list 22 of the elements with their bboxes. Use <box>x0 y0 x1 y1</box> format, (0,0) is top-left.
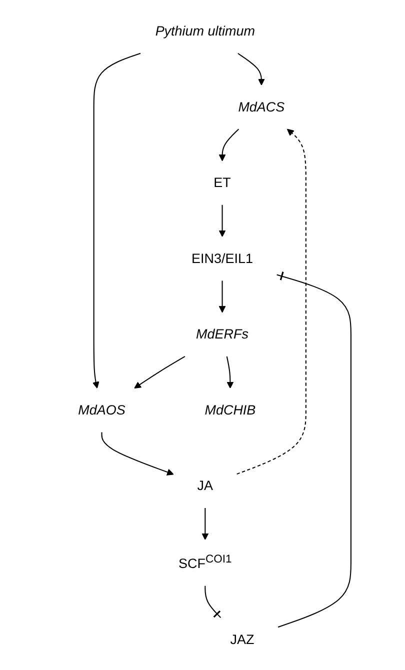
node-text: MdAOS <box>78 402 126 418</box>
arrow <box>101 432 174 475</box>
node-text: ET <box>213 174 231 190</box>
node-text: MdACS <box>238 98 285 114</box>
arrow <box>226 356 234 388</box>
node-text: Pythium ultimum <box>155 23 255 38</box>
node-text: MdCHIB <box>204 402 256 418</box>
node-text: EIN3/EIL1 <box>191 250 253 266</box>
node-text: JA <box>197 478 213 493</box>
arrow <box>218 204 226 236</box>
connector <box>204 585 221 618</box>
node-text: JAZ <box>230 631 254 646</box>
arrow <box>236 128 306 474</box>
node-text: SCF$^{COI1}$ <box>178 552 232 571</box>
arrow <box>202 508 208 540</box>
arrow <box>237 52 265 85</box>
arrow <box>92 52 140 388</box>
arrow <box>134 356 186 388</box>
arrow <box>218 128 239 161</box>
connector <box>276 270 352 628</box>
node-text: MdERFs <box>196 326 248 342</box>
arrow <box>218 280 226 312</box>
